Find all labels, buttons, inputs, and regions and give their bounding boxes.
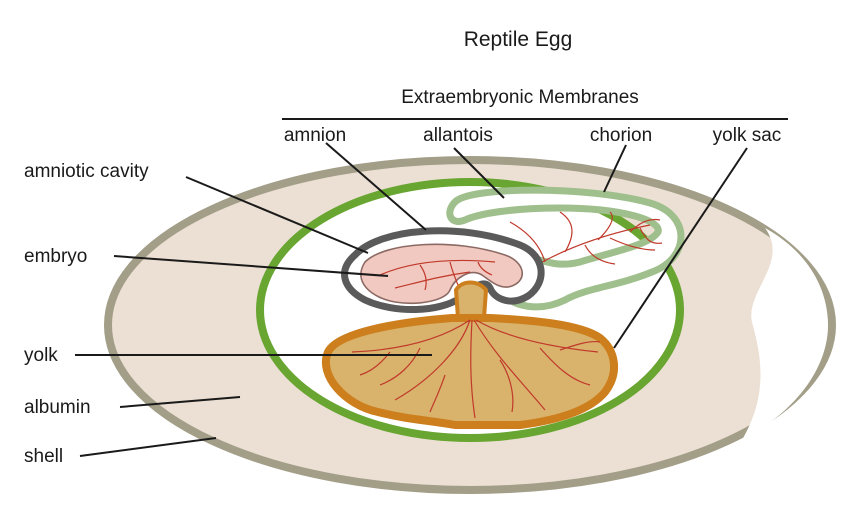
label-allantois: allantois (423, 125, 493, 146)
label-amnion: amnion (284, 125, 346, 146)
label-chorion: chorion (590, 125, 652, 146)
group-label: Extraembryonic Membranes (401, 87, 639, 108)
label-yolk: yolk (24, 345, 58, 366)
embryo-vessels (379, 259, 496, 291)
leader-amniotic-cavity (185, 176, 369, 254)
leader-yolk-sac (613, 147, 748, 349)
embryo (360, 243, 523, 305)
leader-albumin (119, 396, 241, 408)
label-amniotic-cavity: amniotic cavity (24, 161, 149, 182)
label-embryo: embryo (24, 246, 87, 267)
diagram-title: Reptile Egg (464, 28, 573, 51)
leader-lines (75, 142, 748, 457)
leader-amnion (325, 142, 427, 231)
label-albumin: albumin (24, 397, 91, 418)
air-space (742, 228, 828, 440)
leader-embryo (113, 255, 389, 277)
leader-chorion (603, 144, 627, 193)
label-shell: shell (24, 446, 63, 467)
leader-shell (79, 437, 217, 457)
yolk-vessels (351, 319, 601, 419)
leader-allantois (453, 147, 505, 199)
label-yolk-sac: yolk sac (713, 125, 782, 146)
yolk-stalk (453, 280, 489, 320)
